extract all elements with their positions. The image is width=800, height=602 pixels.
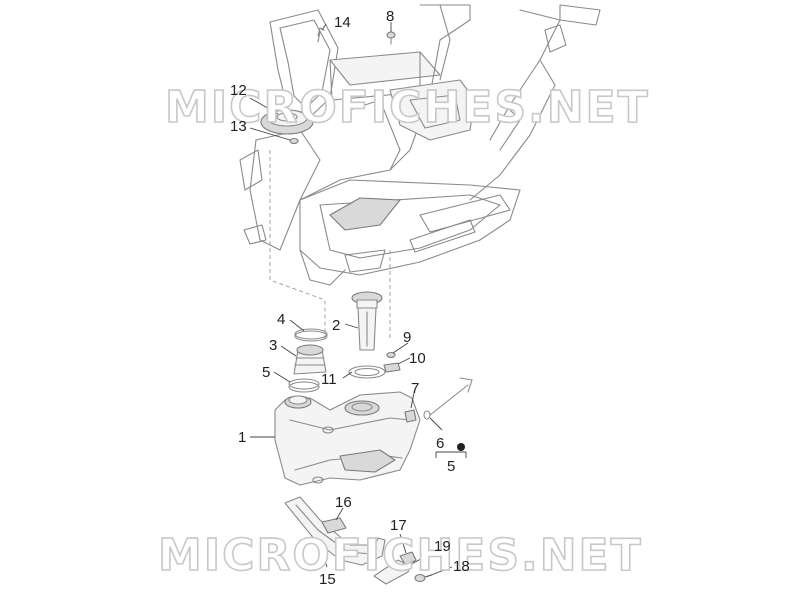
part-3-filler-hose (293, 344, 327, 375)
callout-18: 18 (453, 558, 470, 575)
part-13-screw (289, 137, 299, 145)
part-17-bracket (399, 551, 417, 567)
callout-7: 7 (411, 380, 419, 397)
callout-16: 16 (335, 494, 352, 511)
callout-11: 11 (321, 371, 337, 388)
assembly-dashed-lines (269, 150, 391, 340)
callout-10: 10 (409, 350, 426, 367)
callout-6: 6 (436, 435, 444, 452)
callout-2: 2 (332, 317, 340, 334)
callout-5-hose-clamp: 5 (262, 364, 270, 381)
part-19-bracket (373, 559, 411, 585)
part-7-bracket (404, 409, 417, 423)
part-6-bolt (423, 377, 473, 451)
watermark-top: MICROFICHES.NET (165, 82, 650, 133)
callout-12: 12 (230, 82, 247, 99)
part-1-fuel-tank (274, 391, 421, 486)
callout-9: 9 (403, 329, 411, 346)
callout-4: 4 (277, 311, 285, 328)
callout-5-bolt-kit: 5 (447, 458, 455, 475)
part-16-rubber-pad (321, 517, 347, 534)
callout-8: 8 (386, 8, 394, 25)
leader-lines (249, 22, 467, 578)
watermark-bottom: MICROFICHES.NET (158, 530, 643, 581)
callout-1: 1 (238, 429, 246, 446)
part-10-nut (383, 362, 401, 373)
callout-14: 14 (334, 14, 351, 31)
part-2-fuel-pump (351, 291, 383, 351)
callout-13: 13 (230, 118, 247, 135)
callout-19: 19 (434, 538, 451, 555)
part-9-clip (386, 351, 396, 359)
callout-17: 17 (390, 517, 407, 534)
part-8-clip (386, 31, 396, 45)
scooter-frame (239, 4, 601, 286)
part-12-filler-cap-seat (260, 109, 314, 135)
part-6-marker-dot (457, 443, 465, 451)
part-5-hose-clamp (288, 378, 320, 393)
part-15-tank-strap (284, 496, 386, 566)
part-11-seal-ring (348, 365, 386, 379)
part-4-hose-clamp (294, 328, 328, 342)
callout-15: 15 (319, 571, 336, 588)
callout-3: 3 (269, 337, 277, 354)
